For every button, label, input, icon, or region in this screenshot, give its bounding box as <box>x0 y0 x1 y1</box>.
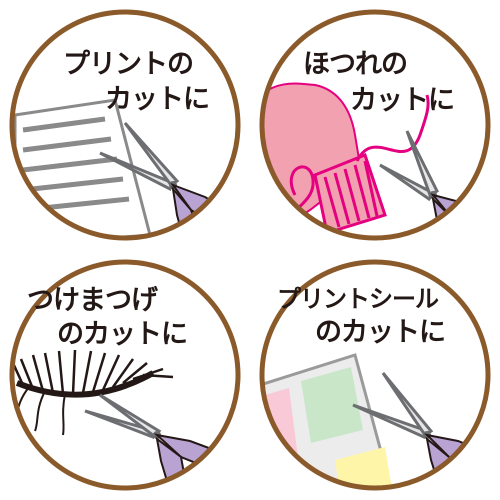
scissors-icon <box>84 393 219 483</box>
fray-title-line1: ほつれの <box>303 49 408 80</box>
lash-title-line1: つけまつげ <box>27 285 158 316</box>
fray-illustration <box>259 9 491 241</box>
panel-print: プリントの カットに <box>5 5 245 245</box>
print-title-line2: カットに <box>105 84 210 115</box>
sticker-illustration <box>259 259 491 491</box>
fray-title-line2: カットに <box>350 85 455 116</box>
lash-illustration <box>9 259 241 491</box>
panel-lash: つけまつげ のカットに <box>5 255 245 495</box>
print-illustration <box>9 9 241 241</box>
sticker-title-line1: プリントシール <box>277 285 439 313</box>
panel-fray: ほつれの カットに <box>255 5 495 245</box>
false-eyelash-icon <box>12 349 174 436</box>
sticker-title-line2: のカットに <box>315 317 446 348</box>
panel-sticker: プリントシール のカットに <box>255 255 495 495</box>
lash-title-line2: のカットに <box>57 319 188 350</box>
print-title-line1: プリントの <box>63 49 194 80</box>
